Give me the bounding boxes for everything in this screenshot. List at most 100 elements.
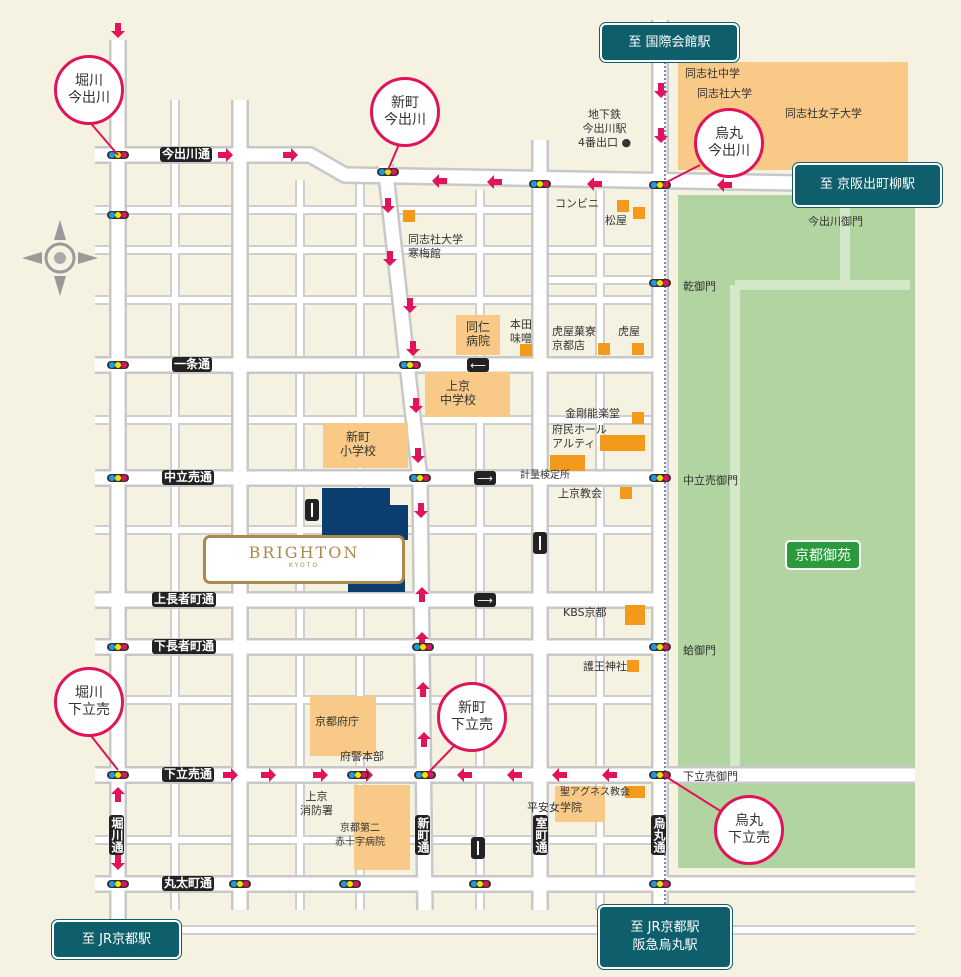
one-way-arrow <box>552 768 567 782</box>
poi-marker <box>550 455 585 471</box>
traffic-signal-icon <box>409 474 431 482</box>
one-way-arrow <box>415 632 429 647</box>
one-way-arrow <box>383 251 397 266</box>
hotel-name: BRIGHTON <box>248 543 360 562</box>
traffic-signal-icon <box>649 474 671 482</box>
dojin-hospital-block <box>456 315 500 355</box>
traffic-signal-icon <box>649 771 671 779</box>
poi-marker <box>627 660 639 672</box>
shinmachi-es-block <box>323 423 408 468</box>
place-label: 府民ホール アルティ <box>552 423 607 450</box>
intersection-callout: 堀川 今出川 <box>54 55 124 125</box>
traffic-signal-icon <box>107 880 129 888</box>
place-label: 京都府庁 <box>315 715 359 728</box>
one-way-arrow <box>409 398 423 413</box>
place-label: 計量検定所 <box>520 470 570 481</box>
destination-jr-kyoto: 至 JR京都駅 <box>52 920 181 959</box>
gate-label: 下立売御門 <box>683 770 738 783</box>
street-label-horikawa: 堀川通 <box>109 815 124 855</box>
hotel-subname: KYOTO <box>288 562 320 569</box>
one-way-arrow <box>602 768 617 782</box>
place-label: 本田 味噌 <box>510 318 532 345</box>
heian-block <box>555 786 605 822</box>
one-way-arrow <box>416 682 430 697</box>
place-label: 松屋 <box>605 214 627 227</box>
one-way-sign-icon <box>533 532 547 554</box>
intersection-callout: 烏丸 今出川 <box>694 108 764 178</box>
one-way-sign-icon <box>471 837 485 859</box>
place-label: 虎屋 <box>618 325 640 338</box>
street-label-marutamachi: 丸太町通 <box>162 876 215 891</box>
poi-marker <box>600 435 645 451</box>
callout-pointer <box>87 119 119 156</box>
poi-marker <box>632 343 644 355</box>
destination-jr-hankyu: 至 JR京都駅 阪急烏丸駅 <box>598 905 732 969</box>
street-label-shimochojamachi: 下長者町通 <box>152 639 217 654</box>
street-label-karasuma: 烏丸通 <box>651 815 666 855</box>
one-way-arrow <box>487 175 502 189</box>
callout-pointer <box>667 777 723 813</box>
traffic-signal-icon <box>339 880 361 888</box>
traffic-signal-icon <box>107 361 129 369</box>
one-way-arrow <box>654 83 668 98</box>
place-label: 同志社大学 寒梅館 <box>408 233 463 260</box>
gosho-park <box>678 195 915 868</box>
one-way-arrow <box>283 148 298 162</box>
place-label: 上京教会 <box>558 487 602 500</box>
destination-kokusaikaikan: 至 国際会館駅 <box>600 23 739 62</box>
one-way-arrow <box>403 298 417 313</box>
compass-icon <box>22 220 98 296</box>
one-way-sign-icon: ⟶ <box>474 471 496 485</box>
callout-pointer <box>664 164 701 184</box>
traffic-signal-icon <box>107 474 129 482</box>
callout-pointer <box>427 744 456 774</box>
poi-marker <box>403 210 415 222</box>
place-label: 同志社女子大学 <box>785 107 862 120</box>
kamigyo-jhs-block <box>425 372 510 417</box>
place-label: 虎屋菓寮 京都店 <box>552 325 596 352</box>
one-way-arrow <box>381 198 395 213</box>
callout-pointer <box>87 731 119 771</box>
gate-label: 今出川御門 <box>808 215 863 228</box>
traffic-signal-icon <box>529 180 551 188</box>
street-label-shinmachi: 新町通 <box>415 815 430 855</box>
traffic-signal-icon <box>347 771 369 779</box>
subway-exit-label: 地下鉄 今出川駅 4番出口 ● <box>578 108 632 149</box>
gate-label: 中立売御門 <box>683 474 738 487</box>
place-label: 平安女学院 <box>527 801 582 814</box>
place-label: KBS京都 <box>563 606 607 619</box>
place-label: 金剛能楽堂 <box>565 407 620 420</box>
one-way-arrow <box>457 768 472 782</box>
street-label-shimodachiuri: 下立売通 <box>162 767 215 782</box>
hotel-logo[interactable]: BRIGHTON KYOTO <box>203 535 405 584</box>
poi-marker <box>625 786 645 798</box>
one-way-arrow <box>414 503 428 518</box>
traffic-signal-icon <box>107 211 129 219</box>
one-way-sign-icon <box>305 499 319 521</box>
place-label: 京都第二 赤十字病院 <box>335 823 385 848</box>
place-label: 聖アグネス教会 <box>560 787 630 798</box>
traffic-signal-icon <box>107 771 129 779</box>
street-label-muromachi: 室町通 <box>533 815 548 855</box>
poi-marker <box>598 343 610 355</box>
one-way-arrow <box>218 148 233 162</box>
traffic-signal-icon <box>412 643 434 651</box>
traffic-signal-icon <box>107 643 129 651</box>
one-way-arrow <box>406 341 420 356</box>
one-way-sign-icon: ⟵ <box>467 358 489 372</box>
one-way-arrow <box>415 587 429 602</box>
traffic-signal-icon <box>229 880 251 888</box>
traffic-signal-icon <box>469 880 491 888</box>
gate-label: 蛤御門 <box>683 644 716 657</box>
place-label: コンビニ <box>555 197 599 210</box>
one-way-arrow <box>111 787 125 802</box>
callout-pointer <box>387 141 401 171</box>
one-way-arrow <box>717 178 732 192</box>
place-label: 護王神社 <box>583 660 627 673</box>
place-label: 上京 中学校 <box>440 379 477 407</box>
poi-marker <box>633 207 645 219</box>
poi-marker <box>632 412 644 424</box>
destination-demachiyanagi: 至 京阪出町柳駅 <box>793 163 942 207</box>
gate-label: 乾御門 <box>683 280 716 293</box>
